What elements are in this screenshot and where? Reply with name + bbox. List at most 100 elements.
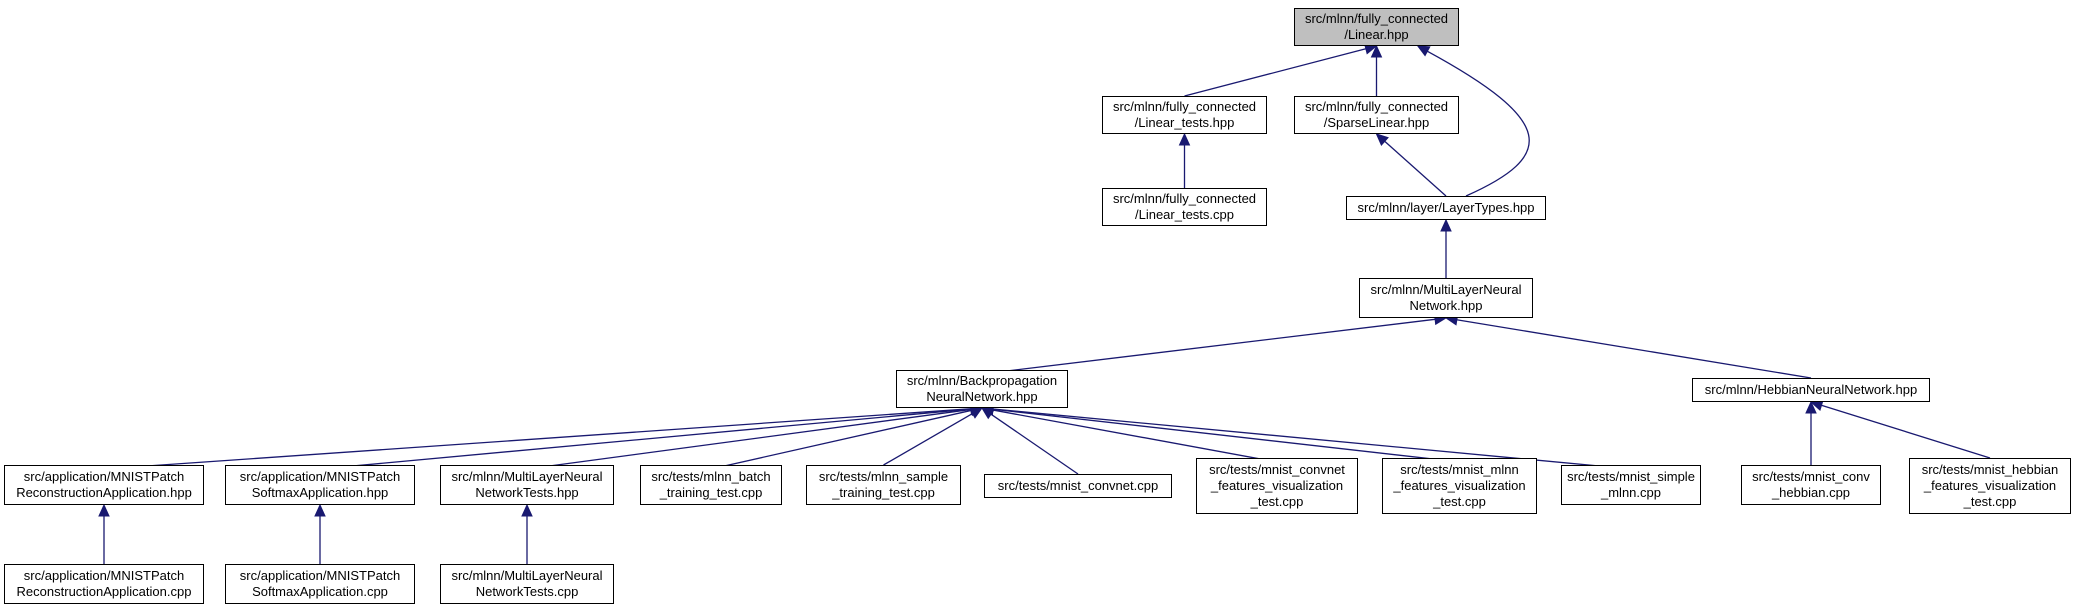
node-line: src/mlnn/layer/LayerTypes.hpp bbox=[1357, 200, 1535, 215]
node-line: src/application/MNISTPatch bbox=[239, 568, 401, 583]
edge-line bbox=[103, 408, 973, 470]
dependency-edge bbox=[314, 503, 326, 564]
node-multilayer-nn-tests-cpp[interactable]: src/mlnn/MultiLayerNeural NetworkTests.c… bbox=[440, 564, 614, 604]
node-multilayer-nn-hpp[interactable]: src/mlnn/MultiLayerNeural Network.hpp bbox=[1359, 278, 1533, 318]
arrowhead bbox=[98, 503, 110, 517]
node-mnist-conv-hebbian-cpp[interactable]: src/tests/mnist_conv _hebbian.cpp bbox=[1741, 465, 1881, 505]
node-line: src/mlnn/MultiLayerNeural bbox=[1370, 282, 1522, 297]
node-line: src/mlnn/Backpropagation bbox=[906, 373, 1058, 388]
node-line: src/mlnn/HebbianNeuralNetwork.hpp bbox=[1704, 382, 1918, 397]
node-line: Network.hpp bbox=[1409, 298, 1483, 313]
node-mnist-patch-recon-hpp[interactable]: src/application/MNISTPatch Reconstructio… bbox=[4, 465, 204, 505]
dependency-edge bbox=[980, 403, 1460, 463]
node-line: src/mlnn/fully_connected bbox=[1112, 99, 1257, 114]
node-linear-tests-hpp[interactable]: src/mlnn/fully_connected /Linear_tests.h… bbox=[1102, 96, 1267, 134]
node-line: /Linear_tests.cpp bbox=[1134, 207, 1234, 222]
node-line: _hebbian.cpp bbox=[1771, 485, 1851, 500]
node-line: _features_visualization bbox=[1210, 478, 1344, 493]
node-linear-hpp: src/mlnn/fully_connected /Linear.hpp bbox=[1294, 8, 1459, 46]
arrowhead bbox=[1375, 133, 1389, 146]
dependency-edge bbox=[1444, 314, 1812, 379]
node-mnist-convnet-cpp[interactable]: src/tests/mnist_convnet.cpp bbox=[984, 474, 1172, 498]
dependency-edge bbox=[981, 313, 1448, 375]
node-layer-types-hpp[interactable]: src/mlnn/layer/LayerTypes.hpp bbox=[1346, 196, 1546, 220]
node-line: SoftmaxApplication.hpp bbox=[251, 485, 389, 500]
node-mnist-mlnn-feat-cpp[interactable]: src/tests/mnist_mlnn _features_visualiza… bbox=[1382, 458, 1537, 514]
edge-line bbox=[991, 408, 1460, 463]
node-line: src/application/MNISTPatch bbox=[239, 469, 401, 484]
node-line: SoftmaxApplication.cpp bbox=[252, 584, 388, 599]
node-line: src/tests/mnist_mlnn bbox=[1400, 462, 1519, 477]
node-line: src/tests/mnist_convnet bbox=[1209, 462, 1345, 477]
edge-line bbox=[1383, 140, 1447, 197]
node-line: src/tests/mlnn_sample bbox=[818, 469, 949, 484]
node-mnist-simple-mlnn-cpp[interactable]: src/tests/mnist_simple _mlnn.cpp bbox=[1561, 465, 1701, 505]
node-line: src/tests/mnist_conv bbox=[1752, 469, 1870, 484]
node-line: src/tests/mnist_convnet.cpp bbox=[997, 478, 1159, 493]
node-line: ReconstructionApplication.cpp bbox=[16, 584, 192, 599]
dependency-edge bbox=[1440, 218, 1452, 278]
edge-line bbox=[991, 409, 1278, 463]
edge-line bbox=[981, 318, 1437, 375]
node-backprop-nn-hpp[interactable]: src/mlnn/Backpropagation NeuralNetwork.h… bbox=[896, 370, 1068, 408]
node-mnist-patch-recon-cpp[interactable]: src/application/MNISTPatch Reconstructio… bbox=[4, 564, 204, 604]
dependency-edge bbox=[981, 407, 1079, 475]
node-line: src/mlnn/fully_connected bbox=[1112, 191, 1257, 206]
arrowhead bbox=[1416, 45, 1431, 57]
arrowhead bbox=[314, 503, 326, 517]
edge-line bbox=[1455, 318, 1812, 379]
edge-line bbox=[526, 408, 973, 470]
dependency-edge bbox=[710, 404, 984, 470]
node-line: _test.cpp bbox=[1963, 494, 2017, 509]
node-line: _training_test.cpp bbox=[659, 485, 763, 500]
node-line: /SparseLinear.hpp bbox=[1323, 115, 1430, 130]
node-multilayer-nn-tests-hpp[interactable]: src/mlnn/MultiLayerNeural NetworkTests.h… bbox=[440, 465, 614, 505]
node-line: /Linear.hpp bbox=[1344, 27, 1409, 42]
edge-line bbox=[1426, 50, 1530, 197]
node-mnist-hebbian-feat-cpp[interactable]: src/tests/mnist_hebbian _features_visual… bbox=[1909, 458, 2071, 514]
node-line: src/mlnn/MultiLayerNeural bbox=[451, 469, 603, 484]
dependency-edge bbox=[1370, 44, 1383, 96]
node-line: _features_visualization bbox=[1923, 478, 2057, 493]
node-mlnn-sample-test-cpp[interactable]: src/tests/mlnn_sample _training_test.cpp bbox=[806, 465, 961, 505]
node-line: src/mlnn/fully_connected bbox=[1304, 99, 1449, 114]
node-line: src/tests/mnist_simple bbox=[1567, 469, 1695, 484]
node-line: NeuralNetwork.hpp bbox=[926, 389, 1038, 404]
node-linear-tests-cpp[interactable]: src/mlnn/fully_connected /Linear_tests.c… bbox=[1102, 188, 1267, 226]
dependency-edge bbox=[883, 407, 984, 466]
node-mnist-patch-softmax-hpp[interactable]: src/application/MNISTPatch SoftmaxApplic… bbox=[225, 465, 415, 505]
dependency-edge bbox=[1809, 399, 1991, 459]
dependency-edge bbox=[521, 503, 533, 564]
node-line: src/tests/mlnn_batch bbox=[651, 469, 771, 484]
node-line: _test.cpp bbox=[1433, 494, 1486, 509]
node-line: _mlnn.cpp bbox=[1601, 485, 1661, 500]
edge-line bbox=[319, 408, 973, 470]
node-mnist-convnet-feat-cpp[interactable]: src/tests/mnist_convnet _features_visual… bbox=[1196, 458, 1358, 514]
node-mnist-patch-softmax-cpp[interactable]: src/application/MNISTPatch SoftmaxApplic… bbox=[225, 564, 415, 604]
dependency-edge bbox=[1184, 43, 1378, 97]
node-line: src/mlnn/fully_connected bbox=[1304, 11, 1449, 26]
edge-line bbox=[710, 409, 973, 470]
edge-line bbox=[883, 412, 974, 466]
node-line: src/tests/mnist_hebbian bbox=[1921, 462, 2059, 477]
edge-line bbox=[989, 413, 1079, 475]
node-line: _test.cpp bbox=[1250, 494, 1304, 509]
node-line: src/mlnn/MultiLayerNeural bbox=[451, 568, 603, 583]
arrowhead bbox=[1370, 44, 1383, 58]
node-hebbian-nn-hpp[interactable]: src/mlnn/HebbianNeuralNetwork.hpp bbox=[1692, 378, 1930, 402]
edge-line bbox=[1820, 404, 1991, 459]
arrowhead bbox=[1805, 400, 1817, 414]
dependency-edge bbox=[1375, 133, 1447, 197]
dependency-edge bbox=[1416, 45, 1530, 197]
arrowhead bbox=[1440, 218, 1452, 232]
dependency-edge bbox=[98, 503, 110, 564]
node-mlnn-batch-test-cpp[interactable]: src/tests/mlnn_batch _training_test.cpp bbox=[640, 465, 782, 505]
dependency-edge bbox=[103, 403, 984, 470]
dependency-edge bbox=[1178, 132, 1191, 188]
node-line: NetworkTests.cpp bbox=[475, 584, 579, 599]
dependency-edge bbox=[319, 403, 984, 470]
arrowhead bbox=[1178, 132, 1191, 146]
node-sparse-linear-hpp[interactable]: src/mlnn/fully_connected /SparseLinear.h… bbox=[1294, 96, 1459, 134]
